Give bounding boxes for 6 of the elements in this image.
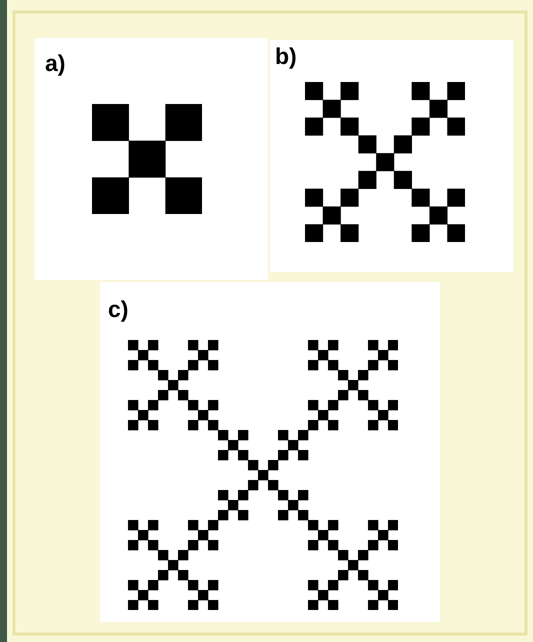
figure-panel [270,40,513,272]
figure-panel [100,282,440,622]
panel-label: a) [45,52,66,75]
figure-panel [35,38,268,280]
panel-label: b) [275,45,297,68]
panel-label: c) [108,298,128,321]
